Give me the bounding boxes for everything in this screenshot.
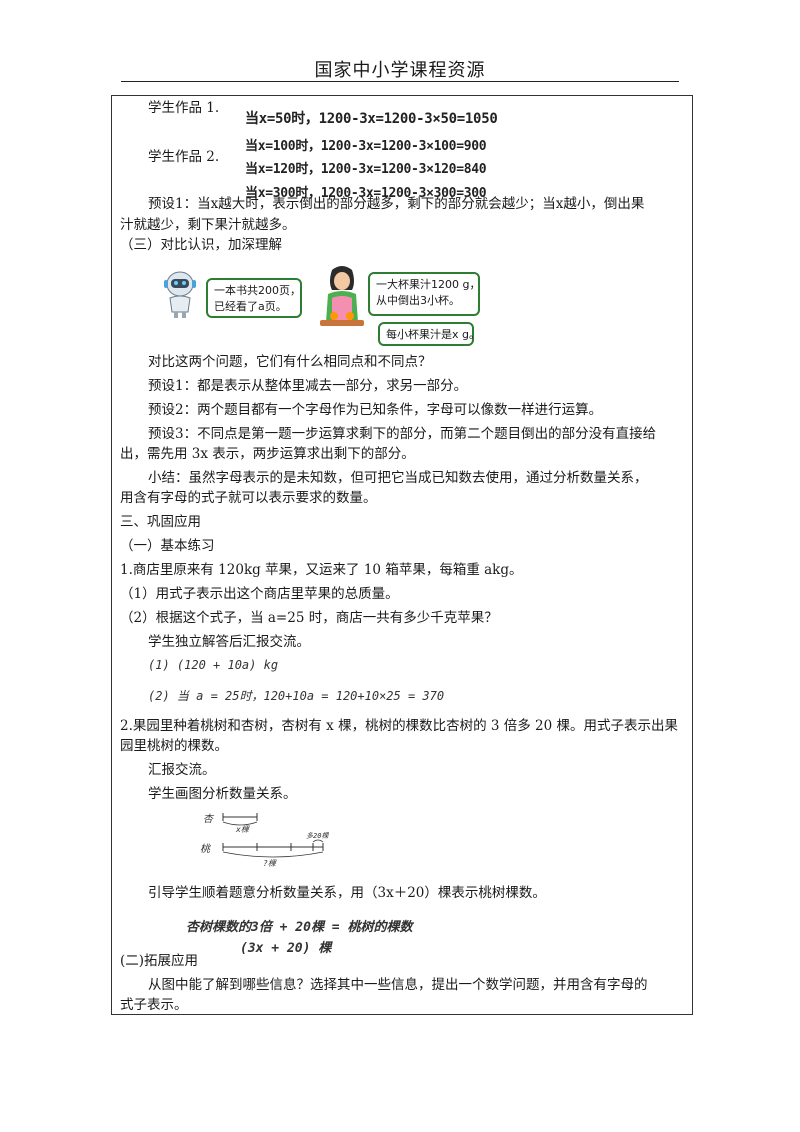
speech-bubble-cup: 每小杯果汁是x g。 bbox=[378, 322, 480, 346]
summary-line2: 用含有字母的式子就可以表示要求的数量。 bbox=[120, 490, 377, 506]
bubble-juice-line1: 一大杯果汁1200 g， bbox=[376, 278, 481, 291]
student-work-1-handwriting: 当x=50时，1200-3x=1200-3×50=1050 bbox=[245, 111, 498, 127]
preset-3-line1: 预设3：不同点是第一题一步运算求剩下的部分，而第二个题目倒出的部分没有直接给 bbox=[148, 426, 657, 442]
question-2-line1: 2.果园里种着桃树和杏树，杏树有 x 棵，桃树的棵数比杏树的 3 倍多 20 棵… bbox=[120, 718, 679, 734]
question-1: 1.商店里原来有 120kg 苹果，又运来了 10 箱苹果，每箱重 akg。 bbox=[120, 562, 523, 578]
student-relation: 杏树棵数的3倍 + 20棵 = 桃树的棵数 bbox=[186, 920, 413, 935]
bubble-book-line1: 一本书共200页， bbox=[214, 284, 301, 297]
preset-3-line2: 出，需先用 3x 表示，两步运算求出剩下的部分。 bbox=[120, 446, 415, 462]
speech-bubble-juice: 一大杯果汁1200 g， 从中倒出3小杯。 bbox=[368, 272, 480, 316]
student-work-1-label: 学生作品 1. bbox=[148, 100, 220, 116]
diagram-label-apricot: 杏 bbox=[203, 814, 213, 825]
preset-1-line2: 汁就越少，剩下果汁就越多。 bbox=[120, 217, 296, 233]
extension-line2: 式子表示。 bbox=[120, 997, 188, 1013]
diagram-label-peach: 桃 bbox=[200, 844, 210, 855]
diagram-label-x: x棵 bbox=[236, 825, 249, 834]
extension-title: (二)拓展应用 bbox=[120, 953, 199, 969]
question-2-draw: 学生画图分析数量关系。 bbox=[148, 786, 297, 802]
mother-pouring-juice-illustration bbox=[320, 266, 364, 326]
guide-text: 引导学生顺着题意分析数量关系，用（3x＋20）棵表示桃树棵数。 bbox=[148, 885, 546, 901]
question-1-part-2: （2）根据这个式子，当 a=25 时，商店一共有多少千克苹果？ bbox=[120, 610, 498, 626]
line-segment-diagram bbox=[222, 813, 324, 858]
question-1-part-1: （1）用式子表示出这个商店里苹果的总质量。 bbox=[120, 586, 399, 602]
preset-2: 预设2：两个题目都有一个字母作为已知条件，字母可以像数一样进行运算。 bbox=[148, 402, 603, 418]
robot-illustration bbox=[164, 271, 196, 318]
extension-line1: 从图中能了解到哪些信息？选择其中一些信息，提出一个数学问题，并用含有字母的 bbox=[148, 977, 648, 993]
student-expression: (3x + 20) 棵 bbox=[240, 941, 332, 956]
student-work-2-label: 学生作品 2. bbox=[148, 149, 220, 165]
header-divider bbox=[121, 81, 679, 82]
summary-line1: 小结：虽然字母表示的是未知数，但可把它当成已知数去使用，通过分析数量关系， bbox=[148, 470, 648, 486]
student-work-2-line1: 当x=100时，1200-3x=1200-3×100=900 bbox=[245, 139, 487, 154]
preset-1-line1: 预设1：当x越大时，表示倒出的部分越多，剩下的部分就会越少；当x越小，倒出果 bbox=[148, 196, 645, 212]
speech-bubble-book: 一本书共200页， 已经看了a页。 bbox=[206, 278, 302, 318]
basic-practice-title: （一）基本练习 bbox=[120, 538, 215, 554]
question-2-report: 汇报交流。 bbox=[148, 762, 216, 778]
page-header-title: 国家中小学课程资源 bbox=[314, 60, 486, 81]
diagram-label-plus20: 多20棵 bbox=[306, 832, 329, 840]
part-3-title: 三、巩固应用 bbox=[120, 514, 201, 530]
question-1-report: 学生独立解答后汇报交流。 bbox=[148, 634, 310, 650]
bubble-juice-line2: 从中倒出3小杯。 bbox=[376, 294, 460, 307]
lesson-table-frame bbox=[111, 95, 693, 1015]
student-answer-1: (1) (120 + 10a) kg bbox=[148, 658, 279, 672]
diagram-label-question: ?棵 bbox=[263, 859, 276, 868]
preset-1-same: 预设1：都是表示从整体里减去一部分，求另一部分。 bbox=[148, 378, 468, 394]
student-work-2-line3: 当x=300时，1200-3x=1200-3×300=300 bbox=[245, 186, 487, 201]
bubble-book-line2: 已经看了a页。 bbox=[214, 300, 287, 313]
comparison-question: 对比这两个问题，它们有什么相同点和不同点？ bbox=[148, 354, 432, 370]
question-2-line2: 园里桃树的棵数。 bbox=[120, 738, 228, 754]
section-3-title: （三）对比认识，加深理解 bbox=[120, 237, 282, 253]
student-answer-2: (2) 当 a = 25时，120+10a = 120+10×25 = 370 bbox=[148, 689, 445, 703]
student-work-2-line2: 当x=120时，1200-3x=1200-3×120=840 bbox=[245, 162, 487, 177]
